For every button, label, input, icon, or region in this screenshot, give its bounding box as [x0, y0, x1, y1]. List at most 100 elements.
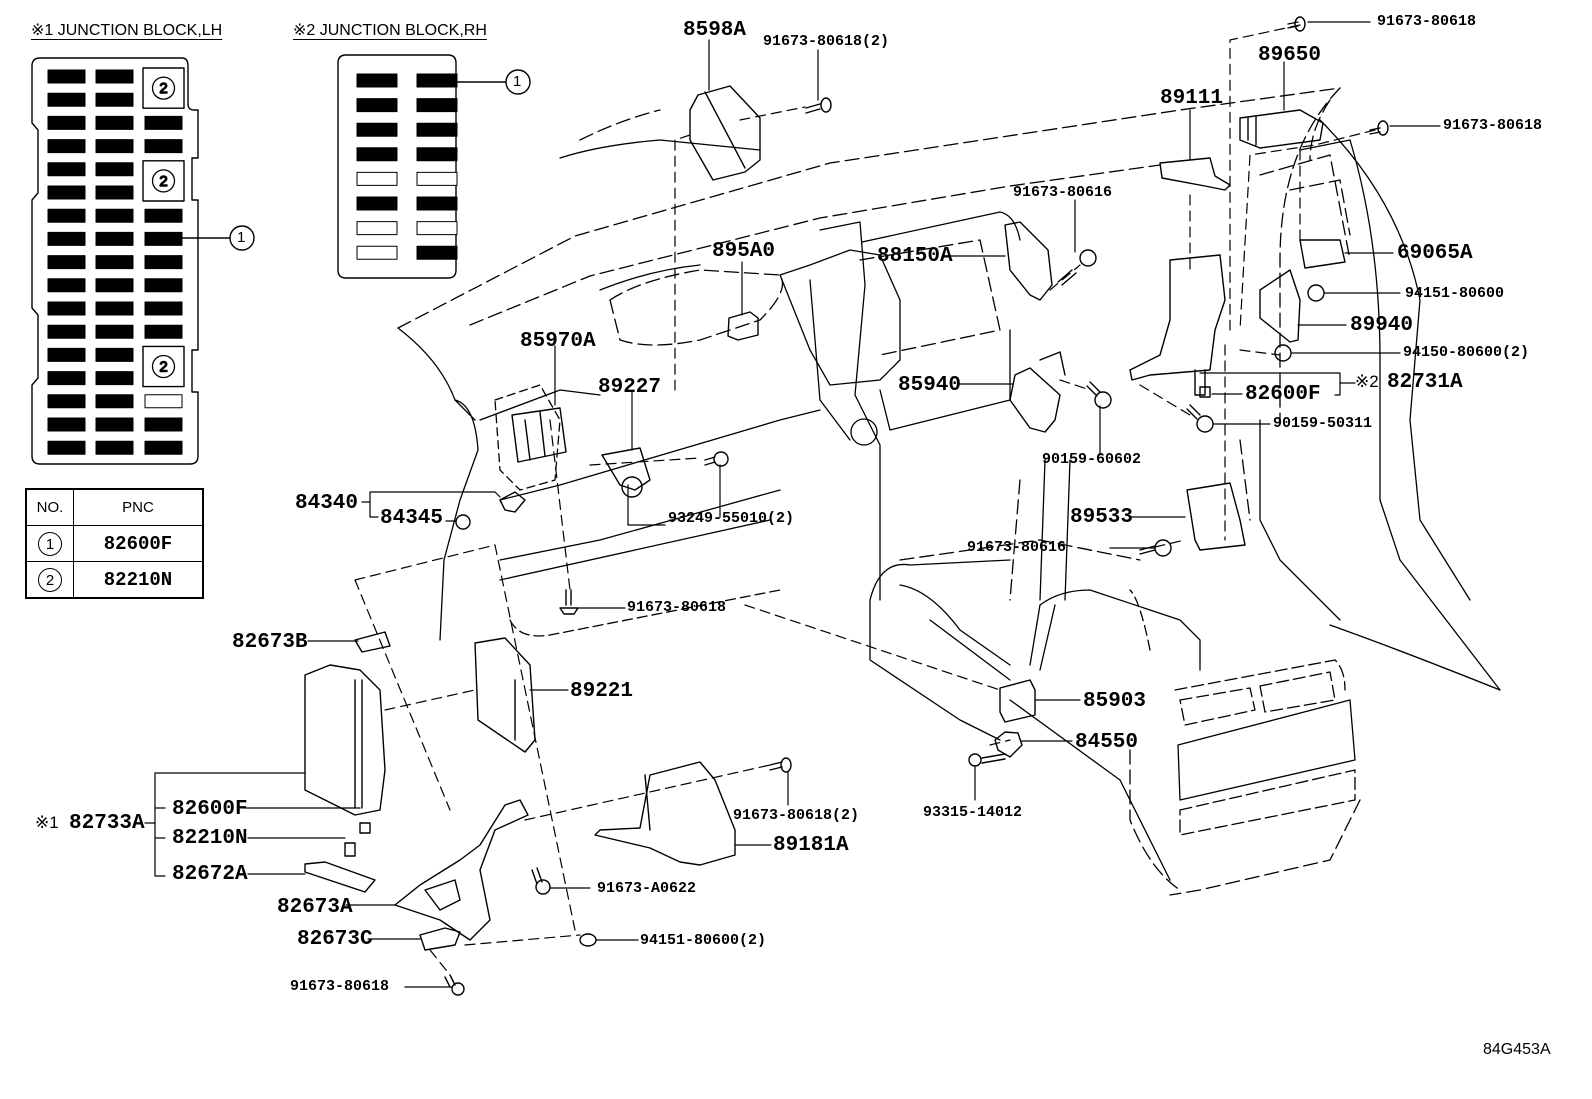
part-label-84345[interactable]: 84345 [380, 507, 444, 530]
bolt-label-90159-60602[interactable]: 90159-60602 [1042, 451, 1142, 468]
fuse-slot-filled[interactable] [47, 394, 86, 409]
fuse-slot-filled[interactable] [95, 208, 134, 223]
fuse-slot-filled[interactable] [47, 255, 86, 270]
fuse-slot-82210N[interactable] [142, 160, 185, 202]
bolt-label-91673-80616-top[interactable]: 91673-80616 [1013, 184, 1113, 201]
part-label-89940[interactable]: 89940 [1350, 314, 1414, 337]
part-label-82733A[interactable]: 82733A [69, 812, 145, 835]
fuse-slot-filled[interactable] [144, 301, 183, 316]
fuse-slot-filled[interactable] [416, 147, 458, 162]
bolt-label-91673-A0622[interactable]: 91673-A0622 [597, 880, 697, 897]
fuse-slot-filled[interactable] [95, 347, 134, 362]
fuse-slot-filled[interactable] [47, 92, 86, 107]
fuse-slot-empty[interactable] [356, 221, 398, 236]
bolt-label-91673-80618-tr2[interactable]: 91673-80618 [1443, 117, 1543, 134]
fuse-slot-filled[interactable] [47, 417, 86, 432]
part-label-69065A[interactable]: 69065A [1397, 242, 1473, 265]
part-label-82673A[interactable]: 82673A [277, 896, 353, 919]
fuse-slot-filled[interactable] [47, 440, 86, 455]
fuse-slot-filled[interactable] [356, 73, 398, 88]
fuse-slot-filled[interactable] [47, 324, 86, 339]
bolt-label-94150-80600-2[interactable]: 94150-80600(2) [1403, 344, 1530, 361]
fuse-slot-filled[interactable] [95, 324, 134, 339]
fuse-slot-filled[interactable] [95, 301, 134, 316]
bolt-label-94151-80600-2[interactable]: 94151-80600(2) [640, 932, 767, 949]
part-label-89181A[interactable]: 89181A [773, 834, 849, 857]
bolt-label-90159-50311[interactable]: 90159-50311 [1273, 415, 1373, 432]
bolt-label-91673-80618-tr1[interactable]: 91673-80618 [1377, 13, 1477, 30]
part-label-82600F-l[interactable]: 82600F [172, 798, 248, 821]
fuse-slot-filled[interactable] [356, 122, 398, 137]
bolt-label-91673-80618-2-top[interactable]: 91673-80618(2) [763, 33, 890, 50]
fuse-slot-filled[interactable] [95, 278, 134, 293]
fuse-slot-filled[interactable] [416, 245, 458, 260]
part-label-8598A[interactable]: 8598A [683, 19, 747, 42]
fuse-slot-filled[interactable] [144, 440, 183, 455]
fuse-slot-filled[interactable] [356, 98, 398, 113]
bolt-label-94151-80600-r[interactable]: 94151-80600 [1405, 285, 1505, 302]
fuse-slot-filled[interactable] [416, 73, 458, 88]
fuse-slot-filled[interactable] [47, 185, 86, 200]
fuse-slot-filled[interactable] [47, 115, 86, 130]
fuse-slot-filled[interactable] [144, 278, 183, 293]
part-label-895A0[interactable]: 895A0 [712, 240, 776, 263]
fuse-slot-empty[interactable] [356, 245, 398, 260]
fuse-slot-filled[interactable] [144, 139, 183, 154]
fuse-slot-filled[interactable] [95, 255, 134, 270]
fuse-slot-filled[interactable] [416, 122, 458, 137]
fuse-slot-filled[interactable] [47, 208, 86, 223]
fuse-slot-filled[interactable] [95, 69, 134, 84]
fuse-slot-empty[interactable] [416, 171, 458, 186]
pnc-row-value[interactable]: 82210N [73, 561, 204, 599]
fuse-slot-filled[interactable] [95, 394, 134, 409]
part-label-89111[interactable]: 89111 [1160, 87, 1224, 110]
part-label-88150A[interactable]: 88150A [877, 245, 953, 268]
part-label-89650[interactable]: 89650 [1258, 44, 1322, 67]
fuse-slot-filled[interactable] [144, 417, 183, 432]
fuse-slot-filled[interactable] [47, 139, 86, 154]
fuse-slot-82210N[interactable] [142, 67, 185, 109]
fuse-slot-filled[interactable] [356, 196, 398, 211]
fuse-slot-filled[interactable] [144, 255, 183, 270]
fuse-slot-filled[interactable] [95, 231, 134, 246]
fuse-slot-empty[interactable] [356, 171, 398, 186]
bolt-label-91673-80618-2-mid[interactable]: 91673-80618(2) [733, 807, 860, 824]
part-label-82210N[interactable]: 82210N [172, 827, 248, 850]
bolt-label-91673-80616-mid[interactable]: 91673-80616 [967, 539, 1067, 556]
bolt-label-91673-80618-bot[interactable]: 91673-80618 [290, 978, 390, 995]
fuse-slot-filled[interactable] [95, 92, 134, 107]
fuse-slot-empty[interactable] [144, 394, 183, 409]
pnc-row-value[interactable]: 82600F [73, 525, 204, 562]
fuse-slot-filled[interactable] [95, 371, 134, 386]
fuse-slot-filled[interactable] [95, 185, 134, 200]
fuse-slot-filled[interactable] [95, 115, 134, 130]
fuse-slot-filled[interactable] [47, 347, 86, 362]
part-label-89533[interactable]: 89533 [1070, 506, 1134, 529]
part-label-85970A[interactable]: 85970A [520, 330, 596, 353]
fuse-slot-filled[interactable] [95, 162, 134, 177]
fuse-slot-filled[interactable] [47, 231, 86, 246]
fuse-slot-filled[interactable] [47, 162, 86, 177]
fuse-slot-filled[interactable] [416, 196, 458, 211]
part-label-84340[interactable]: 84340 [295, 492, 359, 515]
fuse-slot-filled[interactable] [95, 139, 134, 154]
fuse-slot-filled[interactable] [144, 324, 183, 339]
fuse-slot-filled[interactable] [144, 231, 183, 246]
bolt-label-91673-80618-mid[interactable]: 91673-80618 [627, 599, 727, 616]
fuse-slot-filled[interactable] [95, 417, 134, 432]
part-label-84550[interactable]: 84550 [1075, 731, 1139, 754]
part-label-82672A[interactable]: 82672A [172, 863, 248, 886]
fuse-slot-filled[interactable] [356, 147, 398, 162]
part-label-85940[interactable]: 85940 [898, 374, 962, 397]
fuse-slot-filled[interactable] [47, 371, 86, 386]
fuse-slot-filled[interactable] [416, 98, 458, 113]
fuse-slot-filled[interactable] [144, 208, 183, 223]
fuse-slot-filled[interactable] [47, 69, 86, 84]
part-label-89221[interactable]: 89221 [570, 680, 634, 703]
fuse-slot-82210N[interactable] [142, 345, 185, 388]
bolt-label-93249-55010-2[interactable]: 93249-55010(2) [668, 510, 795, 527]
part-label-82600F-r[interactable]: 82600F [1245, 383, 1321, 406]
fuse-slot-empty[interactable] [416, 221, 458, 236]
part-label-82673B[interactable]: 82673B [232, 631, 308, 654]
part-label-85903[interactable]: 85903 [1083, 690, 1147, 713]
